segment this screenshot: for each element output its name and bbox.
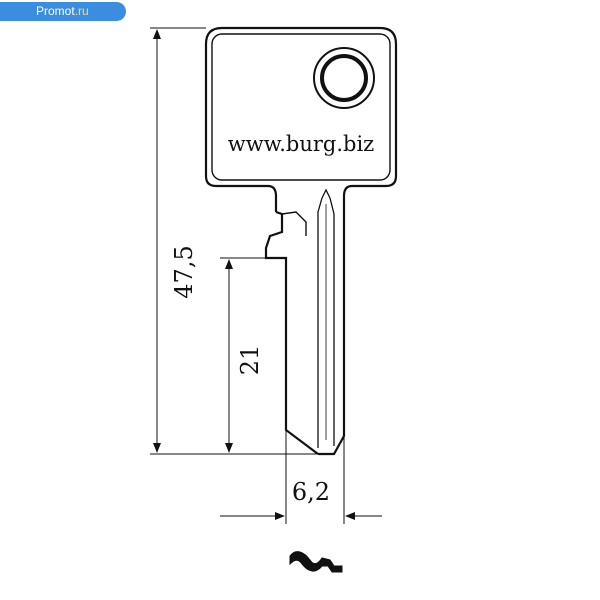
- key-head-inner: [211, 33, 391, 181]
- blade-right-edge: [318, 248, 346, 456]
- dim-total-label: 47,5: [170, 245, 198, 298]
- keyring-hole-outer: [313, 47, 375, 109]
- watermark-badge: Promot.ru: [0, 2, 126, 21]
- blade-shoulder: [281, 211, 307, 236]
- key-profile-section: [289, 551, 343, 573]
- key-url-text: www.burg.biz: [228, 132, 374, 156]
- blade-groove: [317, 188, 335, 448]
- key-head-outline: [204, 26, 398, 248]
- watermark-tld: .ru: [74, 4, 89, 18]
- blade-left-edge: [264, 210, 319, 455]
- dim-width-label: 6,2: [292, 478, 330, 506]
- watermark-name: Promot: [36, 4, 75, 18]
- keyring-hole-inner: [320, 54, 368, 102]
- dim-blade-label: 21: [236, 345, 264, 376]
